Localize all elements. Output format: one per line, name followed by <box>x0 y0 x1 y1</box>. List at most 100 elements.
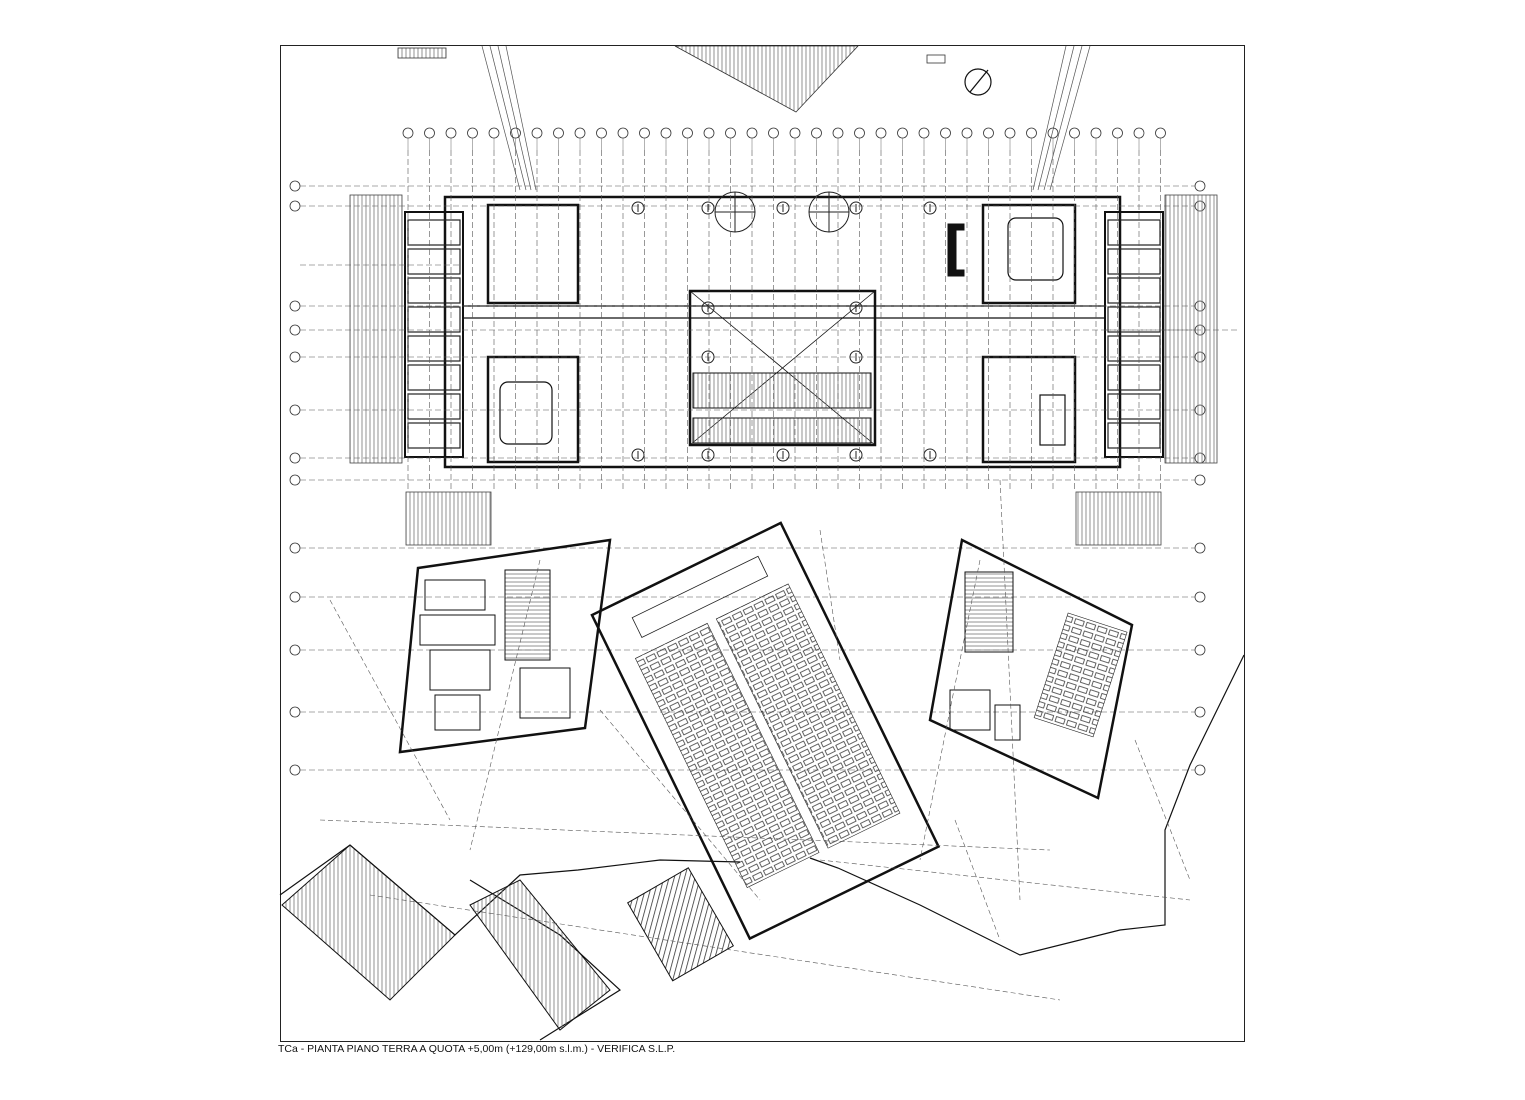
grid-bubble <box>660 127 672 139</box>
grid-bubble <box>1194 474 1206 486</box>
grid-bubble <box>289 300 301 312</box>
grid-bubble <box>289 324 301 336</box>
central-auditorium <box>590 521 941 941</box>
setting-out-line <box>319 819 1051 851</box>
column <box>701 201 715 215</box>
grid-bubble <box>1194 180 1206 192</box>
grid-bubble <box>445 127 457 139</box>
side-room-right <box>1107 422 1161 449</box>
column <box>849 201 863 215</box>
lower-right-building <box>928 538 1134 800</box>
grid-bubble <box>289 764 301 776</box>
grid-bubble <box>918 127 930 139</box>
setting-out-line <box>819 529 841 661</box>
setting-out-line <box>469 559 541 851</box>
grid-bubble <box>289 180 301 192</box>
top-left-legend-block <box>397 47 447 59</box>
setting-out-lines <box>319 479 1191 1001</box>
side-room-right <box>1107 248 1161 275</box>
column <box>776 201 790 215</box>
setting-out-line <box>919 559 981 861</box>
lower-left-building <box>398 538 612 754</box>
grid-bubble <box>402 127 414 139</box>
grid-bubble <box>1069 127 1080 139</box>
grid-bubble <box>289 706 301 718</box>
structural-grid-lines <box>300 150 1238 771</box>
side-room-left <box>407 335 461 362</box>
column <box>776 448 790 462</box>
grid-bubble <box>1194 644 1206 656</box>
grid-bubble <box>768 127 779 139</box>
setting-out-line <box>819 859 1191 901</box>
grid-bubble <box>682 127 693 139</box>
grid-bubble <box>1112 127 1123 139</box>
side-room-right <box>1107 219 1161 246</box>
spiral-stairs <box>714 191 850 233</box>
sheet-frame <box>280 45 1245 1042</box>
grid-bubble <box>1026 127 1037 139</box>
grid-bubble <box>983 127 994 139</box>
side-room-right <box>1107 277 1161 304</box>
grid-bubble <box>424 127 435 139</box>
side-room-left <box>407 393 461 420</box>
setting-out-line <box>329 599 451 821</box>
side-room-right <box>1107 393 1161 420</box>
grid-bubble <box>746 127 758 139</box>
grid-bubble <box>531 127 543 139</box>
column <box>631 448 645 462</box>
grid-bubble <box>854 127 865 139</box>
side-room-right <box>1107 335 1161 362</box>
setting-out-line <box>1134 739 1191 881</box>
grid-bubble <box>1133 127 1145 139</box>
side-room-left <box>407 306 461 333</box>
grid-bubble <box>639 127 650 139</box>
grid-bubble <box>811 127 822 139</box>
column <box>923 448 937 462</box>
column <box>701 301 715 315</box>
grid-bubble <box>553 127 564 139</box>
grid-bubble <box>832 127 844 139</box>
setting-out-line <box>599 709 761 901</box>
grid-bubble <box>617 127 629 139</box>
top-right-legend-block <box>926 54 946 64</box>
grid-bubble <box>289 404 301 416</box>
grid-bubble <box>1194 542 1206 554</box>
grid-bubble <box>289 351 301 363</box>
side-room-cells <box>407 219 1161 449</box>
grid-bubble <box>1194 591 1206 603</box>
grid-bubble <box>289 542 301 554</box>
grid-bubble <box>940 127 951 139</box>
grid-bubble <box>596 127 607 139</box>
grid-bubble <box>289 591 301 603</box>
grid-bubble <box>1155 127 1166 139</box>
grid-bubble <box>1090 127 1102 139</box>
north-arrow-icon <box>964 68 992 96</box>
side-room-left <box>407 422 461 449</box>
side-room-left <box>407 364 461 391</box>
top-roof-wedge <box>674 45 859 113</box>
grid-bubble <box>574 127 586 139</box>
exterior-steps <box>281 844 734 1031</box>
side-room-left <box>407 277 461 304</box>
grid-bubble <box>289 644 301 656</box>
side-room-left <box>407 248 461 275</box>
grid-bubble <box>703 127 715 139</box>
grid-bubble <box>1194 764 1206 776</box>
grid-bubble <box>1194 706 1206 718</box>
side-room-left <box>407 219 461 246</box>
grid-bubble <box>725 127 736 139</box>
column <box>849 448 863 462</box>
side-room-right <box>1107 306 1161 333</box>
grid-bubble <box>289 474 301 486</box>
column <box>701 448 715 462</box>
grid-bubble <box>897 127 908 139</box>
grid-bubble <box>789 127 801 139</box>
column <box>631 201 645 215</box>
upper-building-block <box>349 194 1218 546</box>
column <box>849 301 863 315</box>
grid-bubble <box>961 127 973 139</box>
side-room-right <box>1107 364 1161 391</box>
setting-out-line <box>369 894 1061 1001</box>
setting-out-line <box>954 819 1001 941</box>
grid-bubble <box>1004 127 1016 139</box>
